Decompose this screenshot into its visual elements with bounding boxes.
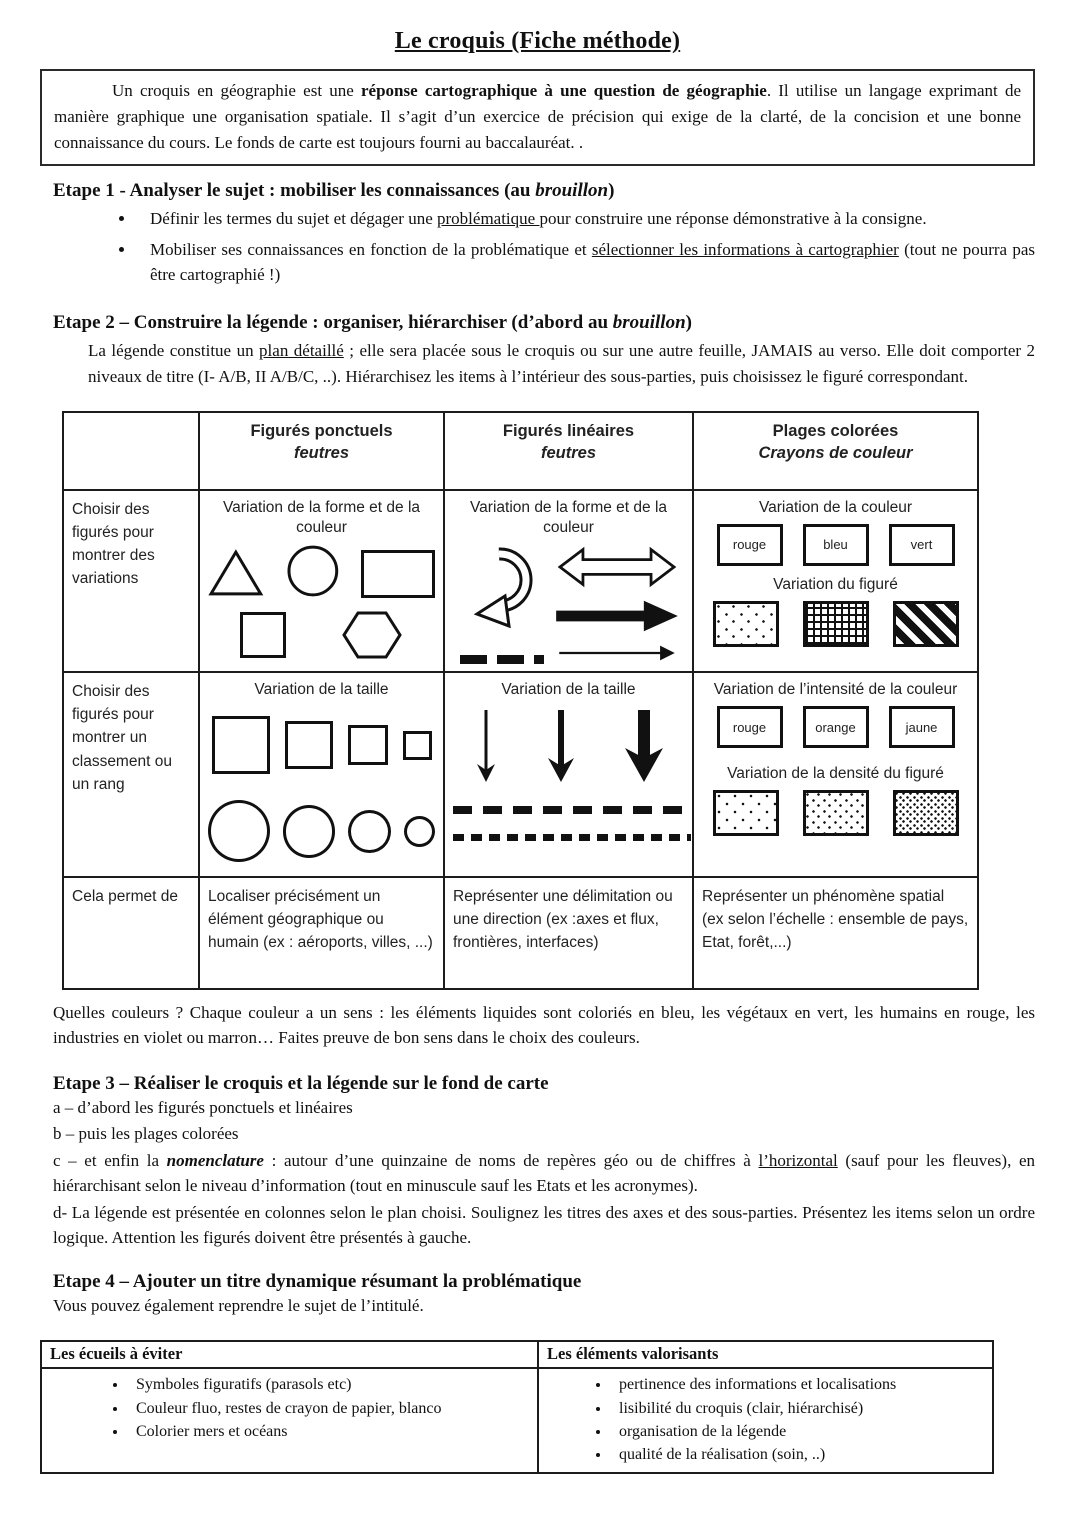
row1-ponctuels-cell: Variation de la forme et de la couleur — [198, 488, 445, 673]
intro-box: Un croquis en géographie est une réponse… — [40, 69, 1035, 167]
row1-lineaires-cell: Variation de la forme et de la couleur — [443, 488, 694, 673]
etape3-line-d: d- La légende est présentée en colonnes … — [53, 1202, 1035, 1248]
header-plages-colorees: Plages colorées Crayons de couleur — [692, 410, 979, 491]
row1-label: Choisir des figurés pour montrer des var… — [62, 488, 200, 673]
etape1-bullet-1: Définir les termes du sujet et dégager u… — [136, 206, 1035, 232]
down-arrow-bold-icon — [624, 710, 663, 783]
intro-paragraph: Un croquis en géographie est une réponse… — [54, 81, 1021, 152]
color-box-rouge: rouge — [716, 706, 783, 749]
etape2-heading: Etape 2 – Construire la légende : organi… — [53, 311, 692, 333]
dashed-line-long-icon — [453, 806, 691, 815]
row2-lineaires-cell: Variation de la taille — [443, 670, 694, 878]
pattern-diagonal-icon — [892, 600, 959, 647]
row3-plages-text: Représenter un phénomène spatial (ex sel… — [692, 875, 979, 990]
dash-dot-line-icon — [459, 654, 544, 664]
hexagon-icon — [342, 611, 402, 659]
curved-arrow-icon — [473, 547, 532, 629]
row1-plages-cell: Variation de la couleur rouge bleu vert … — [692, 488, 979, 673]
row2-plages-cell: Variation de l’intensité de la couleur r… — [692, 670, 979, 878]
size-circle-3-icon — [348, 809, 392, 853]
double-arrow-icon — [557, 546, 677, 588]
etape1-bullet-list: Définir les termes du sujet et dégager u… — [40, 206, 1035, 288]
pitfall-item: Couleur fluo, restes de crayon de papier… — [128, 1398, 529, 1419]
row3-label: Cela permet de — [62, 875, 200, 990]
size-square-1-icon — [211, 716, 270, 775]
evaluation-body-row: Symboles figuratifs (parasols etc) Coule… — [40, 1367, 994, 1474]
etape4-heading: Etape 4 – Ajouter un titre dynamique rés… — [53, 1270, 582, 1292]
circle-icon — [287, 545, 338, 597]
header-figures-lineaires: Figurés linéaires feutres — [443, 410, 694, 491]
strength-item: organisation de la légende — [611, 1421, 984, 1442]
dashed-line-short-icon — [453, 834, 691, 842]
density-dots-medium-icon — [802, 790, 869, 837]
evaluation-table: Les écueils à éviter Les éléments valori… — [40, 1340, 994, 1474]
color-box-bleu: bleu — [802, 523, 869, 566]
table-row-classement: Choisir des figurés pour montrer un clas… — [62, 670, 979, 878]
density-dots-dense-icon — [892, 790, 959, 837]
color-box-jaune: jaune — [888, 706, 955, 749]
table-header-row: Figurés ponctuels feutres Figurés linéai… — [62, 410, 979, 491]
header-empty-cell — [62, 410, 200, 491]
color-box-rouge: rouge — [716, 523, 783, 566]
pitfall-item: Colorier mers et océans — [128, 1421, 529, 1442]
size-circle-2-icon — [282, 804, 336, 858]
density-dots-sparse-icon — [712, 790, 779, 837]
thick-arrow-icon — [556, 600, 678, 632]
pattern-dots-icon — [712, 600, 779, 647]
pitfall-item: Symboles figuratifs (parasols etc) — [128, 1374, 529, 1395]
size-square-2-icon — [284, 721, 333, 770]
size-circle-4-icon — [404, 815, 435, 847]
table-row-variations: Choisir des figurés pour montrer des var… — [62, 488, 979, 673]
colors-note: Quelles couleurs ? Chaque couleur a un s… — [53, 1002, 1035, 1048]
evaluation-header-row: Les écueils à éviter Les éléments valori… — [40, 1340, 994, 1370]
size-square-3-icon — [347, 725, 388, 766]
triangle-icon — [208, 549, 264, 596]
rectangle-icon — [361, 549, 436, 598]
down-arrow-thin-icon — [476, 710, 495, 783]
down-arrow-medium-icon — [547, 710, 574, 783]
etape3-line-c: c – et enfin la nomenclature : autour d’… — [53, 1150, 1036, 1196]
etape3-line-a: a – d’abord les figurés ponctuels et lin… — [53, 1097, 353, 1117]
header-figures-ponctuels: Figurés ponctuels feutres — [198, 410, 445, 491]
color-box-orange: orange — [802, 706, 869, 749]
etape3-line-b: b – puis les plages colorées — [53, 1124, 239, 1144]
etape3-heading: Etape 3 – Réaliser le croquis et la lége… — [53, 1072, 549, 1094]
etape1-bullet-2: Mobiliser ses connaissances en fonction … — [136, 237, 1035, 288]
row2-label: Choisir des figurés pour montrer un clas… — [62, 670, 200, 878]
strength-item: qualité de la réalisation (soin, ..) — [611, 1444, 984, 1465]
row3-ponctuels-text: Localiser précisément un élément géograp… — [198, 875, 445, 990]
row3-lineaires-text: Représenter une délimitation ou une dire… — [443, 875, 694, 990]
size-square-4-icon — [402, 730, 432, 760]
etape2-paragraph: La légende constitue un plan détaillé ; … — [88, 340, 1035, 387]
etape1-heading: Etape 1 - Analyser le sujet : mobiliser … — [53, 180, 615, 202]
color-box-vert: vert — [888, 523, 955, 566]
etape4-paragraph: Vous pouvez également reprendre le sujet… — [53, 1295, 424, 1315]
strength-item: lisibilité du croquis (clair, hiérarchis… — [611, 1398, 984, 1419]
pattern-grid-icon — [802, 600, 869, 647]
size-circle-1-icon — [208, 800, 270, 863]
pitfalls-cell: Symboles figuratifs (parasols etc) Coule… — [40, 1367, 539, 1474]
strengths-header: Les éléments valorisants — [537, 1340, 994, 1370]
strengths-cell: pertinence des informations et localisat… — [537, 1367, 994, 1474]
square-icon — [240, 611, 286, 658]
pitfalls-header: Les écueils à éviter — [40, 1340, 539, 1370]
strength-item: pertinence des informations et localisat… — [611, 1374, 984, 1395]
page-title: Le croquis (Fiche méthode) — [394, 28, 681, 54]
table-row-usage: Cela permet de Localiser précisément un … — [62, 875, 979, 990]
figures-method-table: Figurés ponctuels feutres Figurés linéai… — [62, 410, 979, 990]
row2-ponctuels-cell: Variation de la taille — [198, 670, 445, 878]
thin-arrow-icon — [559, 645, 675, 661]
